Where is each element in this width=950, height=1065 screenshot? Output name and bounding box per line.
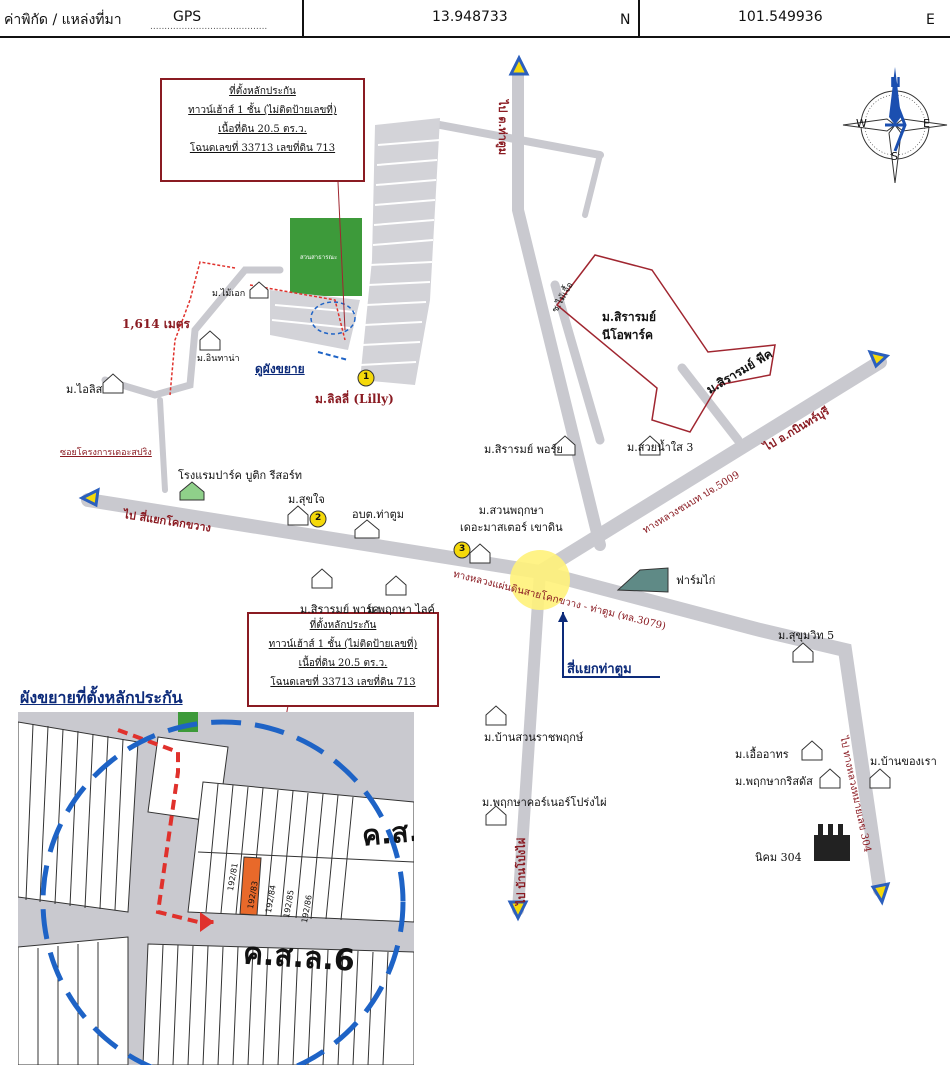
farm-label: ฟาร์มไก่ [676,574,716,587]
longitude-cell: 101.549936 E [638,0,950,36]
suai-nam-sai-label: ม.สวยน้ำใส 3 [627,441,694,454]
compass-n: N [890,76,901,91]
house-icon [102,373,124,394]
zoom-hint-label: ดูผังขยาย [255,362,305,376]
house-icon [485,705,507,726]
suk-jai-label: ม.สุขใจ [288,493,325,506]
house-icon [199,330,221,351]
in-tha-na-label: ม.อินทาน่า [197,354,240,364]
callout-line-1: ที่ตั้งหลักประกัน [229,86,296,97]
longitude-suffix: E [926,12,935,28]
house-icon [469,543,491,564]
collateral-callout-bottom: ที่ตั้งหลักประกัน ทาวน์เฮ้าส์ 1 ชั้น (ไม… [247,612,439,707]
factory-icon [814,824,850,861]
latitude-suffix: N [620,12,631,28]
junction-highlight [510,550,570,610]
sirarom-prime-label: ม.สิรารมย์ พอร์ย [484,443,563,456]
marker-2: 2 [315,513,322,523]
resort-icon [179,481,205,501]
house-icon [385,575,407,596]
house-icon [554,435,576,456]
sirarom-neo-label: ม.สิรารมย์ นีโอพาร์ค [602,310,656,342]
house-icon [249,281,269,299]
numbered-markers [309,369,471,559]
phruksa-krisda-label: ม.พฤกษากริสดัส [735,775,813,788]
distance-label: 1,614 เมตร [122,317,191,331]
source-dots: ........................................… [150,22,268,32]
ban-khong-rao-label: ม.บ้านของเรา [870,755,937,768]
compass-rose-icon [842,67,948,184]
house-icon [287,505,309,526]
collateral-callout-top: ที่ตั้งหลักประกัน ทาวน์เฮ้าส์ 1 ชั้น (ไม… [160,78,365,182]
callout-line-4: โฉนดเลขที่ 33713 เลขที่ดิน 713 [270,677,416,688]
marker-1: 1 [363,372,370,382]
callout-line-3: เนื้อที่ดิน 20.5 ตร.ว. [218,124,307,135]
arrow-north [508,54,530,76]
lilly-label: ม.ลิลลี่ (Lilly) [315,392,394,406]
sirarom-park-label: ม.สิรารมย์ พาร์ค [300,603,380,616]
suan-phruksa-label: ม.สวนพฤกษา เดอะมาสเตอร์ เขาดิน [460,504,563,534]
callout-pointer-top [337,181,346,331]
callout-line-2: ทาวน์เฮ้าส์ 1 ชั้น (ไม่ติดป้ายเลขที่) [188,105,337,116]
junction-label: สี่แยกท่าตูม [567,662,632,677]
inset-title: ผังขยายที่ตั้งหลักประกัน [20,688,183,707]
subject-lot [239,856,262,916]
inset-road-bottom-label: ค.ส.ล.6 [241,936,356,979]
road-network [81,69,887,916]
callout-line-4: โฉนดเลขที่ 33713 เลขที่ดิน 713 [189,143,336,154]
callout-line-3: เนื้อที่ดิน 20.5 ตร.ว. [298,658,388,669]
house-icon [819,768,841,789]
compass-e: E [923,117,930,130]
inset-road-top-label: ค.ส. [360,814,414,853]
park-label: สวนสาธารณะ [300,254,338,261]
zoom-circle [40,719,406,1065]
arrow-west [78,487,100,508]
source-value: GPS [173,9,202,25]
house-icon [485,805,507,826]
subdivision-lilly [169,118,441,396]
mai-ek-label: ม.ไม้เอก [212,289,246,299]
compass-w: W [856,117,867,130]
arrow-east [867,349,891,369]
arrow-southeast [870,882,891,906]
inset-plan: ค.ส. ค.ส.ล.6 192/81 192/83 192/84 192/85… [18,712,414,1065]
coordinate-header: ค่าพิกัด / แหล่งที่มา GPS ..............… [0,0,950,38]
callout-line-1: ที่ตั้งหลักประกัน [309,620,377,631]
coordinate-label: ค่าพิกัด / แหล่งที่มา [4,12,122,28]
phruksa-corner-label: ม.พฤกษาคอร์เนอร์โปร่งไผ่ [482,796,607,809]
park-area [290,218,362,296]
soi-label: ซอยโครงการเดอะสปริง [60,448,152,458]
sukhumvit5-label: ม.สุขุมวิท 5 [778,629,835,642]
farm-icon [616,567,669,593]
direction-arrows [78,54,891,922]
latitude-value: 13.948733 [432,9,508,25]
industrial-label: นิคม 304 [755,851,802,864]
junction-pointer [562,612,660,678]
sirarom-neo-boundary [555,254,776,433]
road-south-label: ไป บ้านโป่งไผ่ [515,837,528,905]
government-icon [354,519,380,539]
house-icon [869,768,891,789]
compass-s: S [891,150,898,163]
marker-3: 3 [459,544,466,554]
latitude-cell: 13.948733 N [302,0,640,36]
house-icon [639,435,661,456]
obt-label: อบต.ท่าตูม [352,508,405,521]
access-route [117,728,214,924]
house-icon [792,642,814,663]
house-icons [102,281,891,826]
longitude-value: 101.549936 [738,9,823,25]
house-icon [311,568,333,589]
ai-lis-label: ม.ไอลิส [66,383,103,396]
inset-plan-drawing [18,712,414,1065]
house-icon [801,740,823,761]
ue-athon-label: ม.เอื้ออาทร [735,748,789,761]
callout-line-2: ทาวน์เฮ้าส์ 1 ชั้น (ไม่ติดป้ายเลขที่) [268,639,418,650]
resort-label: โรงแรมปาร์ค บูติก รีสอร์ท [178,469,303,482]
ban-suan-label: ม.บ้านสวนราชพฤกษ์ [484,731,584,744]
phruksa-like-label: ม.พฤกษา ไลค์ [367,603,435,616]
arrow-south [507,900,529,922]
road-north-label: ไป ต.ท่าตูม [496,100,509,156]
